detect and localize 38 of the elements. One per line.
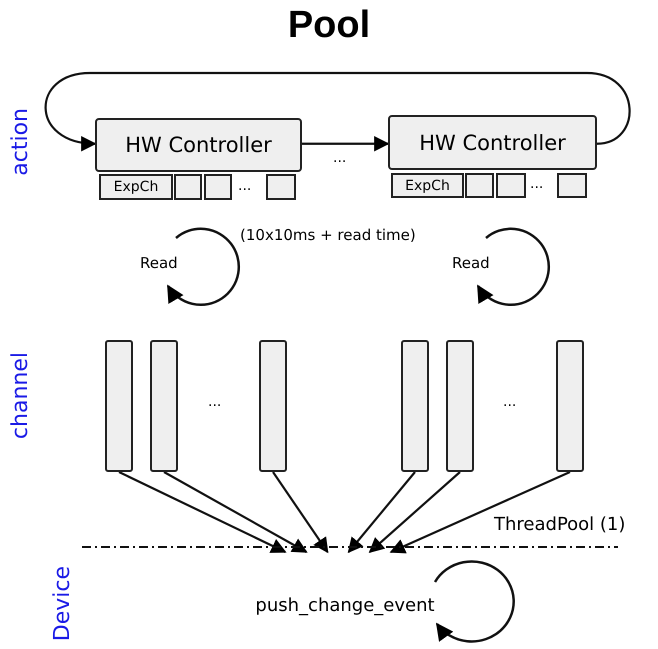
controller-box: HW Controller	[388, 115, 597, 170]
channel-bar	[556, 340, 584, 472]
arrow	[302, 136, 390, 152]
slot-box	[174, 174, 202, 200]
ellipsis: ...	[530, 176, 544, 192]
annotation-text: Read	[452, 254, 490, 272]
ellipsis: ...	[503, 394, 516, 410]
slot-box	[496, 173, 526, 198]
channel-bar	[401, 340, 429, 472]
channel-bar	[446, 340, 474, 472]
annotation-text: Read	[140, 254, 178, 272]
channel-bar	[150, 340, 178, 472]
section-label: channel	[8, 352, 33, 440]
arrow	[44, 72, 630, 150]
section-label: action	[8, 108, 33, 176]
arrow	[118, 471, 287, 553]
ellipsis: ...	[238, 178, 252, 194]
channel-bar	[105, 340, 133, 472]
channel-slot: ExpCh	[391, 173, 464, 198]
event-text: push_change_event	[255, 595, 435, 618]
arrow	[368, 471, 461, 554]
ellipsis: ...	[208, 394, 222, 410]
channel-bar	[259, 340, 287, 472]
slot-box	[557, 173, 587, 198]
channel-slot: ExpCh	[99, 174, 173, 200]
arrow	[163, 471, 308, 553]
slot-box	[465, 173, 494, 198]
annotation-text: (10x10ms + read time)	[240, 226, 416, 244]
diagram-title: Pool	[286, 4, 372, 47]
arrow	[272, 471, 328, 554]
controller-box: HW Controller	[95, 118, 302, 172]
annotation-text: ThreadPool (1)	[494, 514, 626, 535]
ellipsis: ...	[333, 150, 346, 166]
slot-box	[266, 174, 296, 200]
arrow	[348, 471, 416, 554]
section-label: Device	[50, 566, 75, 642]
arrow	[390, 471, 570, 554]
slot-box	[204, 174, 232, 200]
